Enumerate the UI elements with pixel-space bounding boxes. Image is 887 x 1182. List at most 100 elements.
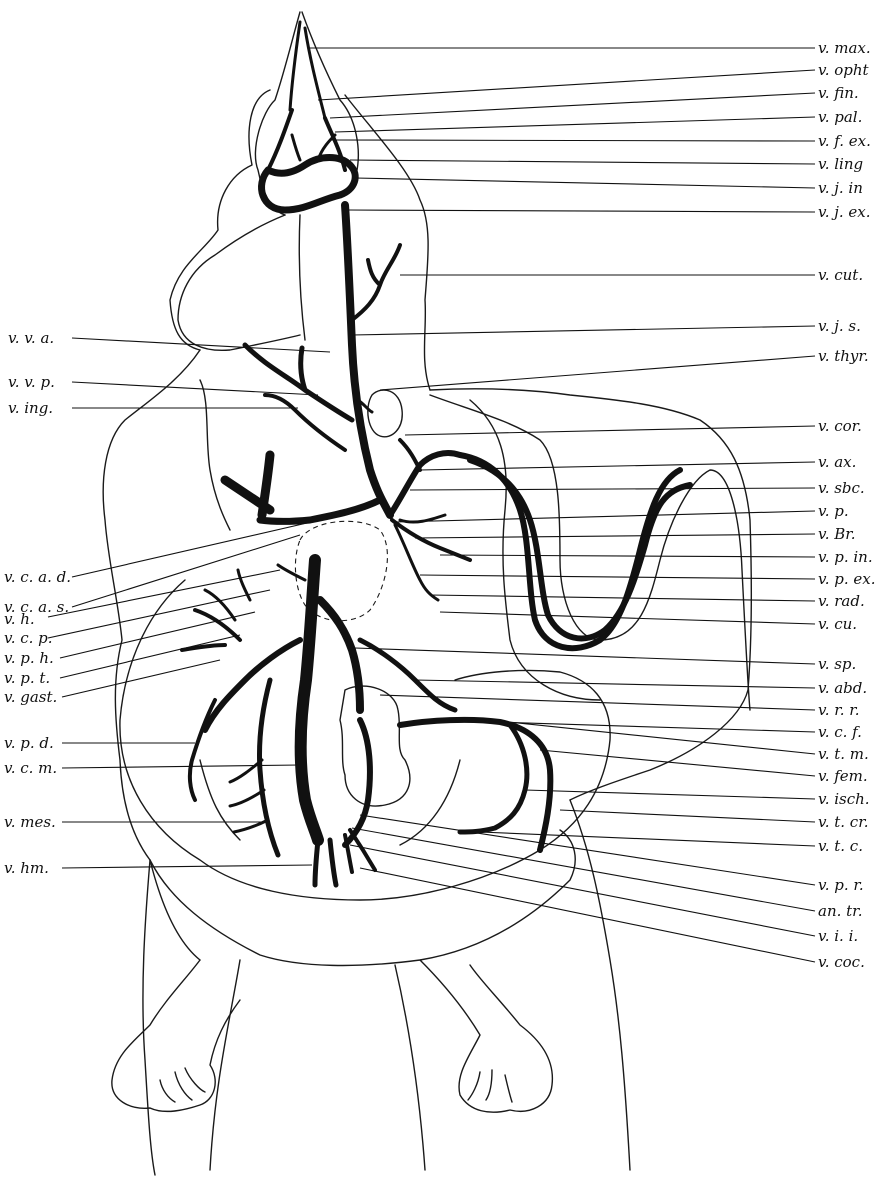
leader-v-cu [440, 612, 815, 624]
snout-outline-right [302, 12, 358, 175]
snout-vein-left [268, 110, 292, 170]
label-v-p: v. p. [818, 502, 849, 520]
label-v-fem: v. fem. [818, 767, 868, 785]
leader-v-f-ex [330, 140, 815, 141]
leader-v-c-a-s [72, 535, 300, 607]
v-max-vessel [290, 22, 300, 110]
foot-left-toes [160, 1068, 205, 1102]
label-v-rad: v. rad. [818, 592, 865, 610]
torso-left [103, 350, 200, 960]
leader-v-abd [415, 680, 815, 688]
leader-v-p-h [60, 612, 255, 658]
hind-leg-right [420, 960, 552, 1112]
label-v-r-r: v. r. r. [818, 701, 860, 719]
v-ing-branch [265, 395, 345, 450]
v-ax-vessel [460, 455, 680, 648]
label-v-p-ex: v. p. ex. [818, 570, 875, 588]
kidney-lobes [340, 686, 410, 806]
label-v-t-cr: v. t. cr. [818, 813, 869, 831]
leader-v-j-ex [348, 210, 815, 212]
leader-v-fin [330, 93, 815, 118]
leader-lines [48, 48, 815, 962]
neck-line [299, 215, 305, 340]
v-cut-branch [352, 245, 400, 320]
label-v-p-t: v. p. t. [4, 669, 50, 687]
label-v-fin: v. fin. [818, 84, 859, 102]
label-v-pal: v. pal. [818, 108, 862, 126]
v-j-ex-trunk [345, 205, 390, 515]
label-v-opht: v. opht [818, 61, 870, 79]
label-v-cor: v. cor. [818, 417, 862, 435]
leader-v-sbc [410, 488, 815, 490]
skin-flap-left [178, 215, 300, 350]
leader-v-p-in [440, 555, 815, 557]
labels-right: v. max. v. opht v. fin. v. pal. v. f. ex… [818, 39, 875, 971]
leader-v-hm [62, 865, 312, 868]
vena-cava-posterior [301, 560, 318, 840]
label-v-ling: v. ling [818, 155, 863, 173]
jugular-ring [262, 158, 356, 211]
v-sp-vessel [320, 600, 360, 710]
lower-body-left [210, 960, 240, 1170]
leader-v-thyr [380, 356, 815, 390]
label-v-cut: v. cut. [818, 266, 863, 284]
label-v-f-ex: v. f. ex. [818, 132, 871, 150]
label-v-gast: v. gast. [4, 688, 57, 706]
label-v-c-a-d: v. c. a. d. [4, 568, 71, 586]
leader-v-v-a [72, 338, 330, 352]
label-v-sp: v. sp. [818, 655, 856, 673]
label-v-ax: v. ax. [818, 453, 856, 471]
label-v-p-d: v. p. d. [4, 734, 54, 752]
v-hm-vessel [315, 840, 336, 885]
leader-v-j-s [352, 326, 815, 335]
leader-v-coc [360, 868, 815, 962]
lower-body-right [395, 965, 425, 1170]
label-v-p-r: v. p. r. [818, 876, 864, 894]
v-gast-trunk [205, 640, 300, 730]
label-v-p-in: v. p. in. [818, 548, 873, 566]
torso-right [430, 389, 751, 800]
label-v-mes: v. mes. [4, 813, 56, 831]
leader-v-fem [540, 750, 815, 776]
leader-v-opht [318, 70, 815, 100]
label-v-abd: v. abd. [818, 679, 867, 697]
leader-v-i-i [350, 845, 815, 936]
thyroid [368, 390, 402, 437]
label-v-c-p: v. c. p. [4, 629, 53, 647]
torso-inner-left [200, 380, 230, 530]
label-v-ing: v. ing. [8, 399, 53, 417]
label-v-j-s: v. j. s. [818, 317, 861, 335]
v-c-f-vessel [345, 720, 370, 845]
leader-v-isch [525, 790, 815, 799]
body-outline [103, 12, 751, 1175]
v-cor-branch [400, 440, 420, 470]
labels-left: v. v. a. v. v. p. v. ing. v. c. a. d. v.… [4, 329, 71, 877]
leader-v-c-f [430, 720, 815, 732]
cava-left-stub [225, 455, 270, 515]
label-an-tr: an. tr. [818, 902, 862, 920]
foot-right-toes [468, 1070, 512, 1102]
skin-flap-right [430, 395, 750, 710]
v-br-branch [392, 520, 470, 560]
label-v-j-in: v. j. in [818, 179, 863, 197]
leader-v-p [395, 511, 815, 522]
label-v-v-p: v. v. p. [8, 373, 55, 391]
label-v-hm: v. hm. [4, 859, 49, 877]
label-v-p-h: v. p. h. [4, 649, 54, 667]
label-v-isch: v. isch. [818, 790, 870, 808]
leader-v-c-m [62, 765, 300, 768]
label-v-coc: v. coc. [818, 953, 865, 971]
leader-v-t-cr [560, 810, 815, 822]
label-v-thyr: v. thyr. [818, 347, 869, 365]
leader-v-c-p [48, 590, 270, 638]
leader-v-t-c [480, 832, 815, 846]
left-flank [143, 860, 155, 1175]
label-v-c-f: v. c. f. [818, 723, 862, 741]
leader-v-gast [62, 660, 220, 697]
leader-v-pal [335, 117, 815, 132]
leader-v-ling [350, 160, 815, 164]
label-v-c-m: v. c. m. [4, 759, 57, 777]
leader-v-p-t [60, 635, 240, 678]
